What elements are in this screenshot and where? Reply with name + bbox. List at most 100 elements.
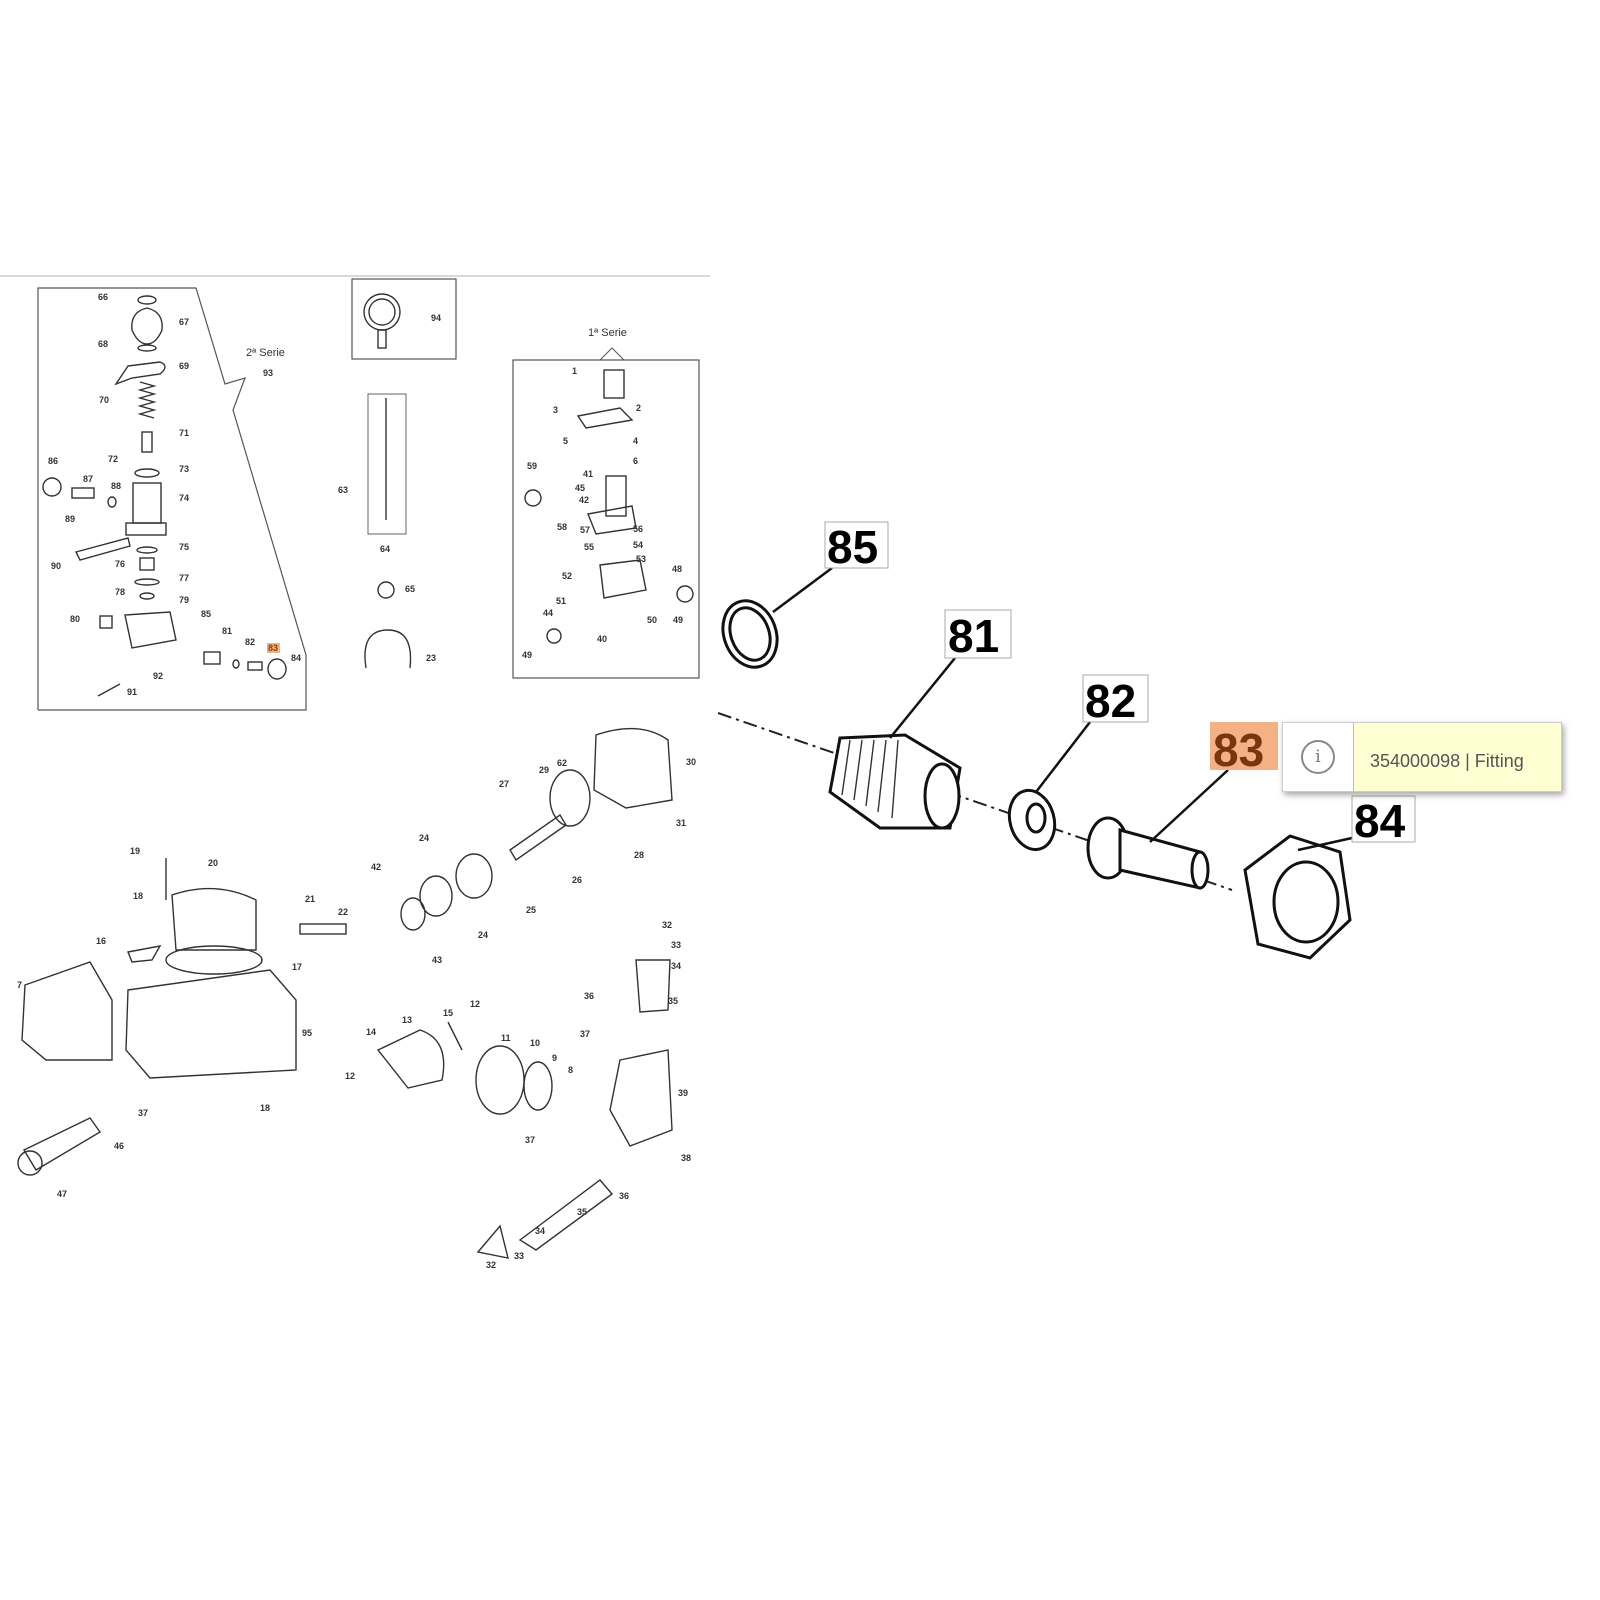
callout-14[interactable]: 14 <box>366 1027 376 1037</box>
callout-70[interactable]: 70 <box>99 395 109 405</box>
part-85-seal[interactable] <box>714 593 786 675</box>
callout-29[interactable]: 29 <box>539 765 549 775</box>
callout-7[interactable]: 7 <box>17 980 22 990</box>
callout-77[interactable]: 77 <box>179 573 189 583</box>
callout-40[interactable]: 40 <box>597 634 607 644</box>
callout-37[interactable]: 37 <box>525 1135 535 1145</box>
callout-44[interactable]: 44 <box>543 608 553 618</box>
callout-52[interactable]: 52 <box>562 571 572 581</box>
callout-24[interactable]: 24 <box>419 833 429 843</box>
callout-2[interactable]: 2 <box>636 403 641 413</box>
part-84-nut[interactable] <box>1243 834 1352 960</box>
callout-33[interactable]: 33 <box>671 940 681 950</box>
callout-66[interactable]: 66 <box>98 292 108 302</box>
callout-1[interactable]: 1 <box>572 366 577 376</box>
callout-58[interactable]: 58 <box>557 522 567 532</box>
callout-55[interactable]: 55 <box>584 542 594 552</box>
callout-89[interactable]: 89 <box>65 514 75 524</box>
callout-20[interactable]: 20 <box>208 858 218 868</box>
callout-39[interactable]: 39 <box>678 1088 688 1098</box>
callout-71[interactable]: 71 <box>179 428 189 438</box>
callout-81[interactable]: 81 <box>222 626 232 636</box>
callout-82[interactable]: 82 <box>245 637 255 647</box>
callout-10[interactable]: 10 <box>530 1038 540 1048</box>
callout-64[interactable]: 64 <box>380 544 390 554</box>
callout-88[interactable]: 88 <box>111 481 121 491</box>
callout-11[interactable]: 11 <box>501 1033 511 1043</box>
callout-76[interactable]: 76 <box>115 559 125 569</box>
callout-15[interactable]: 15 <box>443 1008 453 1018</box>
callout-25[interactable]: 25 <box>526 905 536 915</box>
callout-63[interactable]: 63 <box>338 485 348 495</box>
callout-3[interactable]: 3 <box>553 405 558 415</box>
callout-84[interactable]: 84 <box>1354 795 1406 847</box>
callout-86[interactable]: 86 <box>48 456 58 466</box>
callout-57[interactable]: 57 <box>580 525 590 535</box>
callout-68[interactable]: 68 <box>98 339 108 349</box>
callout-42[interactable]: 42 <box>579 495 589 505</box>
callout-50[interactable]: 50 <box>647 615 657 625</box>
callout-32[interactable]: 32 <box>486 1260 496 1270</box>
callout-6[interactable]: 6 <box>633 456 638 466</box>
callout-9[interactable]: 9 <box>552 1053 557 1063</box>
callout-30[interactable]: 30 <box>686 757 696 767</box>
callout-43[interactable]: 43 <box>432 955 442 965</box>
callout-65[interactable]: 65 <box>405 584 415 594</box>
callout-33[interactable]: 33 <box>514 1251 524 1261</box>
callout-35[interactable]: 35 <box>668 996 678 1006</box>
callout-35[interactable]: 35 <box>577 1207 587 1217</box>
callout-80[interactable]: 80 <box>70 614 80 624</box>
callout-28[interactable]: 28 <box>634 850 644 860</box>
callout-23[interactable]: 23 <box>426 653 436 663</box>
callout-95[interactable]: 95 <box>302 1028 312 1038</box>
callout-72[interactable]: 72 <box>108 454 118 464</box>
callout-37[interactable]: 37 <box>580 1029 590 1039</box>
callout-45[interactable]: 45 <box>575 483 585 493</box>
callout-18[interactable]: 18 <box>133 891 143 901</box>
callout-85[interactable]: 85 <box>201 609 211 619</box>
callout-85[interactable]: 85 <box>827 521 878 573</box>
callout-47[interactable]: 47 <box>57 1189 67 1199</box>
callout-36[interactable]: 36 <box>619 1191 629 1201</box>
callout-87[interactable]: 87 <box>83 474 93 484</box>
part-83-fitting[interactable] <box>1086 816 1210 890</box>
callout-16[interactable]: 16 <box>96 936 106 946</box>
callout-31[interactable]: 31 <box>676 818 686 828</box>
callout-94[interactable]: 94 <box>431 313 441 323</box>
callout-83-small[interactable]: 83 <box>268 643 278 653</box>
callout-38[interactable]: 38 <box>681 1153 691 1163</box>
callout-93[interactable]: 93 <box>263 368 273 378</box>
callout-54[interactable]: 54 <box>633 540 643 550</box>
callout-12[interactable]: 12 <box>345 1071 355 1081</box>
callout-81[interactable]: 81 <box>948 610 999 662</box>
callout-32[interactable]: 32 <box>662 920 672 930</box>
part-82-washer[interactable] <box>1003 785 1061 854</box>
callout-22[interactable]: 22 <box>338 907 348 917</box>
callout-46[interactable]: 46 <box>114 1141 124 1151</box>
callout-49[interactable]: 49 <box>522 650 532 660</box>
callout-79[interactable]: 79 <box>179 595 189 605</box>
callout-74[interactable]: 74 <box>179 493 189 503</box>
callout-49[interactable]: 49 <box>673 615 683 625</box>
callout-26[interactable]: 26 <box>572 875 582 885</box>
callout-83[interactable]: 83 <box>1213 724 1264 776</box>
callout-53[interactable]: 53 <box>636 554 646 564</box>
callout-12[interactable]: 12 <box>470 999 480 1009</box>
callout-8[interactable]: 8 <box>568 1065 573 1075</box>
callout-82[interactable]: 82 <box>1085 675 1136 727</box>
callout-59[interactable]: 59 <box>527 461 537 471</box>
callout-41[interactable]: 41 <box>583 469 593 479</box>
callout-17[interactable]: 17 <box>292 962 302 972</box>
callout-51[interactable]: 51 <box>556 596 566 606</box>
callout-34[interactable]: 34 <box>535 1226 545 1236</box>
callout-78[interactable]: 78 <box>115 587 125 597</box>
callout-69[interactable]: 69 <box>179 361 189 371</box>
callout-67[interactable]: 67 <box>179 317 189 327</box>
callout-48[interactable]: 48 <box>672 564 682 574</box>
callout-19[interactable]: 19 <box>130 846 140 856</box>
callout-90[interactable]: 90 <box>51 561 61 571</box>
callout-75[interactable]: 75 <box>179 542 189 552</box>
callout-73[interactable]: 73 <box>179 464 189 474</box>
callout-37[interactable]: 37 <box>138 1108 148 1118</box>
callout-84[interactable]: 84 <box>291 653 301 663</box>
